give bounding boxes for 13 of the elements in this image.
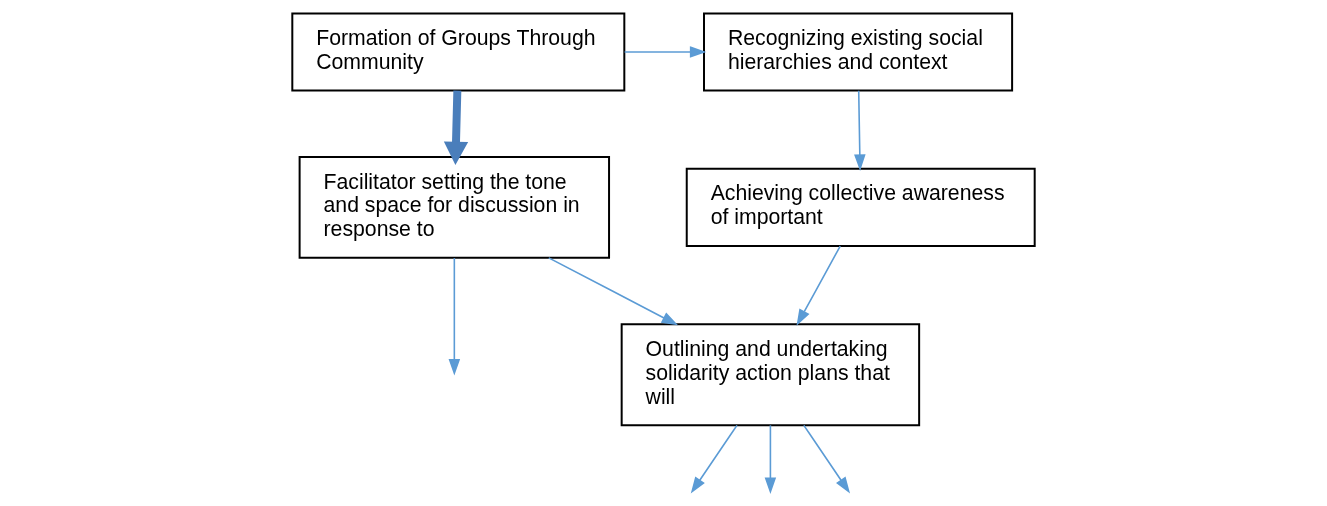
arrow xyxy=(803,424,851,494)
arrow xyxy=(547,257,679,326)
node-box: Outlining and undertaking solidarity action plans that will xyxy=(620,323,921,427)
arrow xyxy=(854,89,866,171)
arrow xyxy=(623,46,707,58)
node-box: Achieving collective awareness of important xyxy=(685,167,1036,247)
arrow xyxy=(448,257,461,376)
arrow xyxy=(796,245,841,326)
arrow xyxy=(764,424,777,494)
node-box: Facilitator setting the tone and space for discussion in response to xyxy=(298,155,611,259)
node-box: Formation of Groups Through Community xyxy=(291,12,626,92)
arrow xyxy=(690,424,738,494)
node-box: Recognizing existing social hierarchies and context xyxy=(703,12,1014,92)
